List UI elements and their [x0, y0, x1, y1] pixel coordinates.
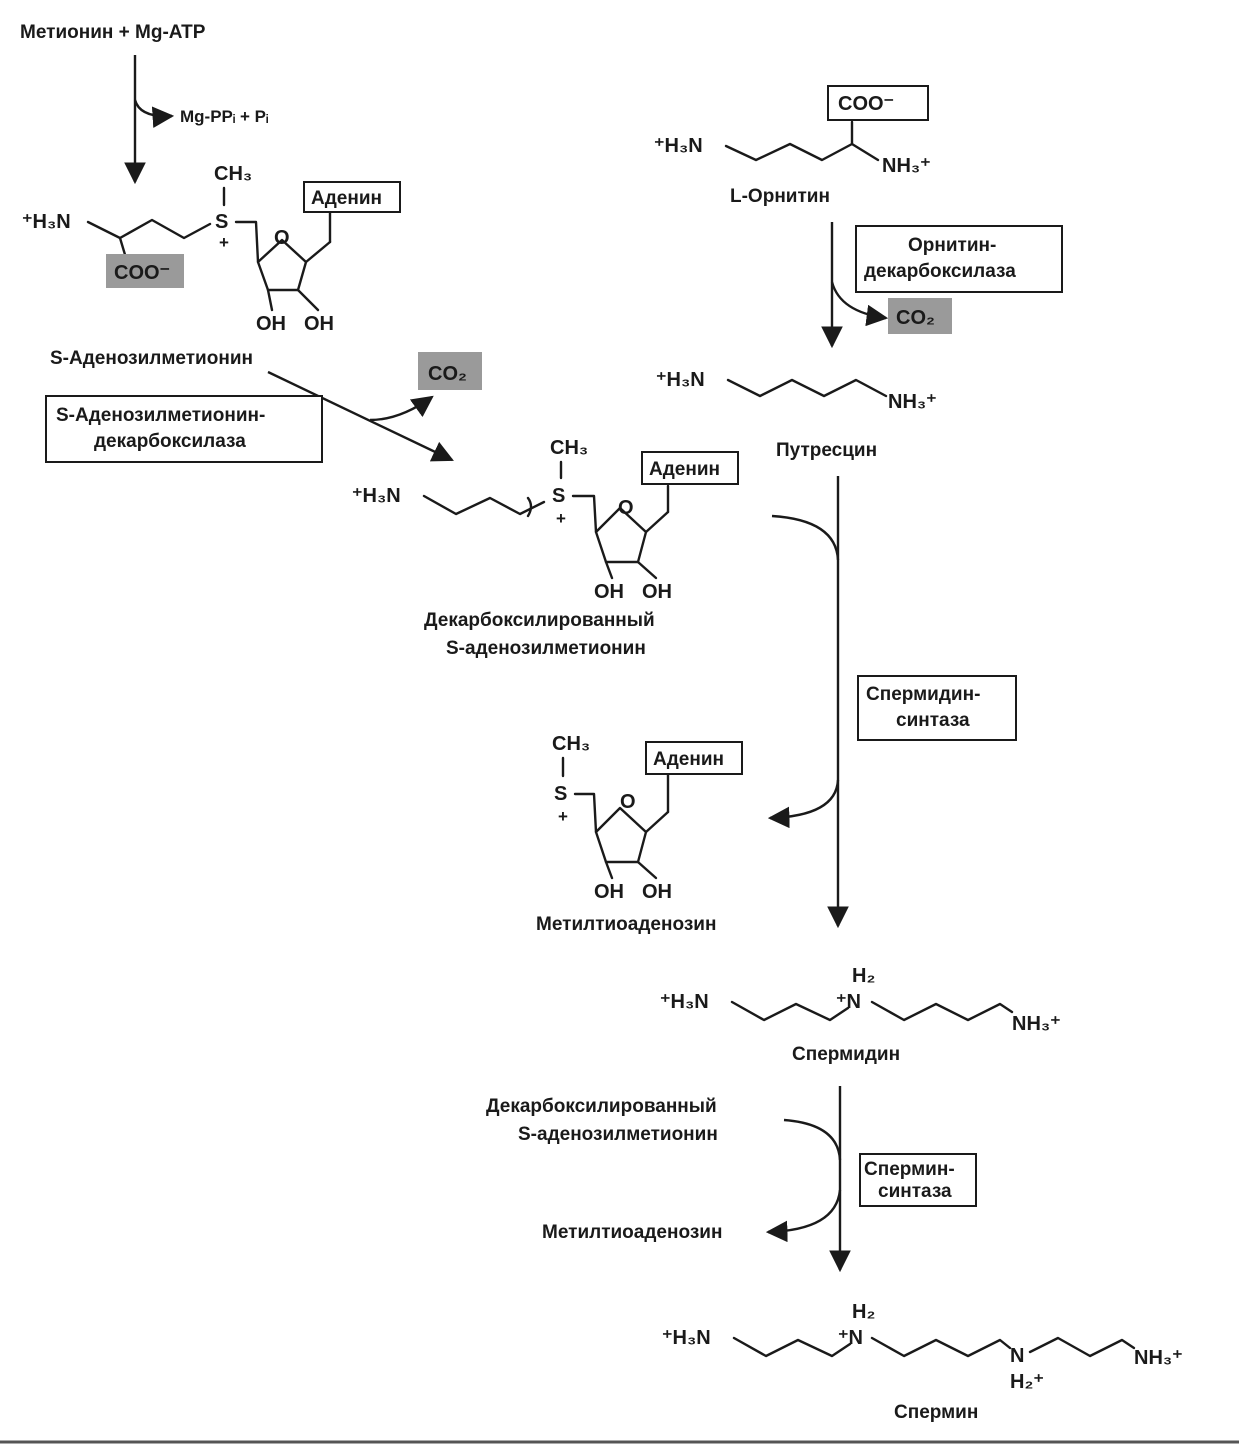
ornithine-structure: ⁺H₃N COO⁻ NH₃⁺: [654, 85, 931, 177]
mta-structure: CH₃ S + O OH OH Аденин: [552, 733, 743, 903]
dcsam-adenine: Аденин: [649, 459, 720, 480]
sam-oh1: OH: [256, 313, 286, 335]
dcsam-s-plus: +: [556, 509, 566, 528]
spermine-synthase-line2: синтаза: [878, 1181, 952, 1202]
spermine-synthase-box: [859, 1153, 977, 1207]
spermine-structure: ⁺H₃N H₂ ⁺N N H₂⁺ NH₃⁺: [662, 1301, 1183, 1393]
sam-decarboxylase-box: [45, 395, 323, 463]
spermidine-h2: H₂: [852, 965, 875, 987]
mta-adenine: Аденин: [653, 749, 724, 770]
sam-oh2: OH: [304, 313, 334, 335]
spermidine-name: Спермидин: [792, 1044, 900, 1065]
mta-ring-o: O: [620, 791, 636, 813]
methionine-atp-label: Метионин + Mg-ATP: [20, 22, 206, 43]
sam-ch3: CH₃: [214, 163, 252, 185]
sam-to-dcsam-arrow: [267, 370, 454, 462]
spermidine-nh3: NH₃⁺: [1012, 1013, 1061, 1035]
sam-s-plus: +: [219, 233, 229, 252]
spermidine-synthase-line1: Спермидин-: [866, 684, 980, 705]
spermine-h3n: ⁺H₃N: [662, 1327, 711, 1349]
putrescine-structure: ⁺H₃N NH₃⁺: [656, 369, 937, 413]
dcsam-ring-o: O: [618, 497, 634, 519]
mta-ch3: CH₃: [552, 733, 590, 755]
mta-oh2: OH: [642, 881, 672, 903]
putrescine-name: Путресцин: [776, 440, 877, 461]
odc-box: [855, 225, 1063, 293]
spermine-nh3: NH₃⁺: [1134, 1347, 1183, 1369]
sam-s: S: [215, 211, 228, 233]
odc-co2: CO₂: [896, 307, 935, 329]
odc-line2: декарбоксилаза: [864, 261, 1016, 282]
dcsam-name2: S-аденозилметионин: [446, 638, 646, 659]
ornithine-name: L-Орнитин: [730, 186, 830, 207]
sam-co2-highlight: [418, 352, 482, 390]
sam-structure: ⁺H₃N COO⁻ CH₃ S + O OH OH Аденин: [22, 163, 401, 335]
spermidine-structure: ⁺H₃N H₂ ⁺N NH₃⁺: [660, 965, 1061, 1035]
dcsam-h3n: ⁺H₃N: [352, 485, 401, 507]
byproduct-label: Mg-PPᵢ + Pᵢ: [180, 107, 268, 126]
spermidine-h3n: ⁺H₃N: [660, 991, 709, 1013]
sam-co2-branch-arrow: [369, 395, 434, 422]
dcsam-ch3: CH₃: [550, 437, 588, 459]
spermine-synthase-line1: Спермин-: [864, 1159, 955, 1180]
spm-step-output: Метилтиоаденозин: [542, 1222, 722, 1243]
dcsam-s: S: [552, 485, 565, 507]
sam-ring-o: O: [274, 227, 290, 249]
spm-step-input-curve: [783, 1118, 842, 1161]
spermidine-nh: ⁺N: [836, 991, 861, 1013]
dcsam-structure: ⁺H₃N CH₃ S + O OH OH Аденин: [352, 437, 739, 603]
sam-adenine: Аденин: [311, 188, 382, 209]
ornithine-nh3: NH₃⁺: [882, 155, 931, 177]
dcsam-oh2: OH: [642, 581, 672, 603]
mta-name: Метилтиоаденозин: [536, 914, 716, 935]
mta-s: S: [554, 783, 567, 805]
spermine-nh-a: ⁺N: [838, 1327, 863, 1349]
spermine-name: Спермин: [894, 1402, 978, 1423]
putrescine-nh3: NH₃⁺: [888, 391, 937, 413]
spermine-h2-a: H₂: [852, 1301, 875, 1323]
sam-co2: CO₂: [428, 363, 467, 385]
odc-co2-branch-arrow: [830, 281, 889, 327]
sam-h3n: ⁺H₃N: [22, 211, 71, 233]
mta-s-plus: +: [558, 807, 568, 826]
mta-output-curve-arrow: [767, 779, 840, 829]
spermidine-synthase-box: [857, 675, 1017, 741]
odc-line1: Орнитин-: [908, 235, 996, 256]
spermine-nh-b: N: [1010, 1345, 1024, 1367]
spm-step-output-curve-arrow: [765, 1189, 842, 1243]
byproduct-branch-arrow: [133, 99, 175, 128]
spermidine-synthase-line2: синтаза: [896, 710, 970, 731]
spm-step-input2: S-аденозилметионин: [518, 1124, 718, 1145]
dcsam-oh1: OH: [594, 581, 624, 603]
ornithine-h3n: ⁺H₃N: [654, 135, 703, 157]
spermine-h2-b: H₂⁺: [1010, 1371, 1044, 1393]
sam-decarboxylase-line2: декарбоксилаза: [94, 431, 246, 452]
sam-name: S-Аденозилметионин: [50, 348, 253, 369]
mta-oh1: OH: [594, 881, 624, 903]
dcsam-input-curve: [771, 514, 840, 561]
sam-coo-highlight: [106, 254, 184, 288]
sam-coo: COO⁻: [114, 262, 170, 284]
dcsam-name1: Декарбоксилированный: [424, 610, 655, 631]
putrescine-h3n: ⁺H₃N: [656, 369, 705, 391]
spm-step-input1: Декарбоксилированный: [486, 1096, 717, 1117]
odc-co2-highlight: [888, 298, 952, 334]
sam-decarboxylase-line1: S-Аденозилметионин-: [56, 405, 265, 426]
ornithine-coo: COO⁻: [838, 93, 894, 115]
